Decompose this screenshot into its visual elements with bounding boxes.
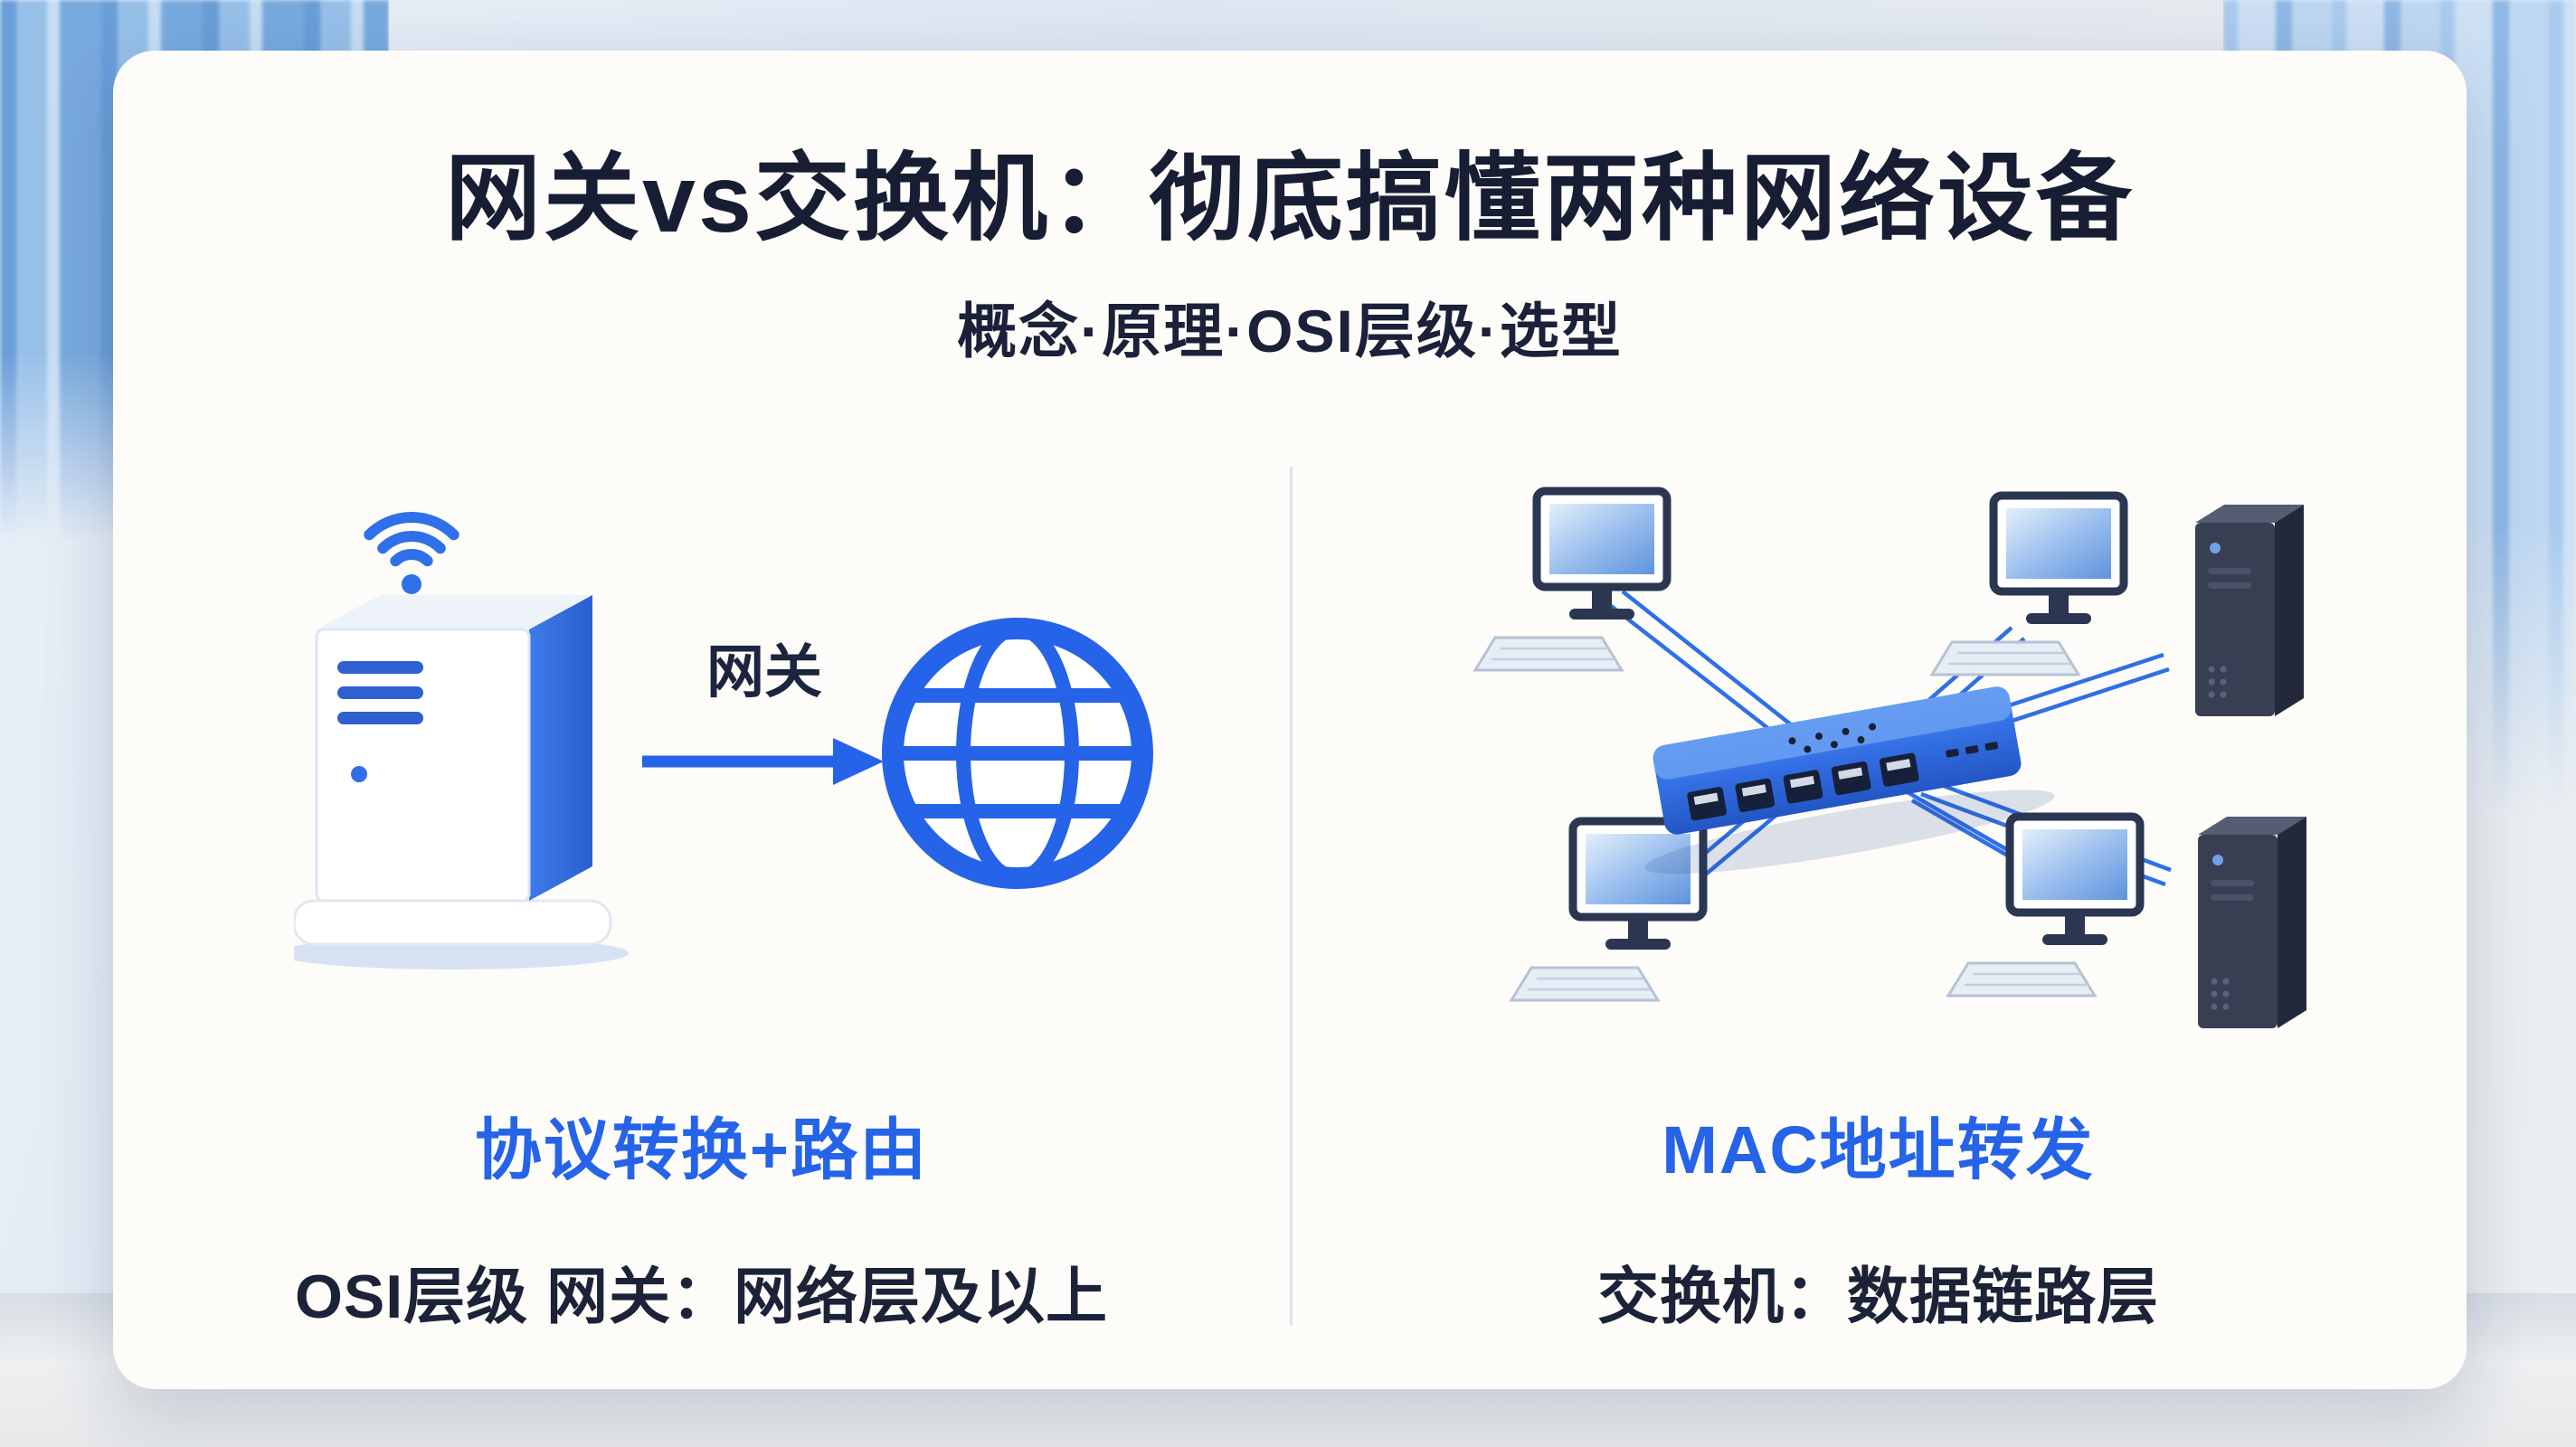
- wifi-icon: [364, 511, 459, 594]
- switch-icon: [1644, 686, 2055, 875]
- computer-icon: [1475, 491, 1667, 670]
- gateway-section: 网关 协议转换+路由 OSI层级 网关：网络层及以上: [113, 51, 1290, 1389]
- tower-server-icon: [2195, 505, 2304, 716]
- content-card: 网关vs交换机：彻底搞懂两种网络设备 概念·原理·OSI层级·选型: [113, 51, 2467, 1389]
- column-divider: [1290, 467, 1293, 1326]
- globe-icon: [882, 618, 1153, 889]
- computer-icon: [1932, 496, 2124, 675]
- computer-icon: [1948, 817, 2140, 996]
- gateway-osi-label: OSI层级 网关：网络层及以上: [294, 1263, 1109, 1331]
- page-subtitle: 概念·原理·OSI层级·选型: [957, 297, 1623, 364]
- gateway-illustration: [294, 511, 1153, 969]
- gateway-arrow-icon: [642, 738, 884, 785]
- page-title: 网关vs交换机：彻底搞懂两种网络设备: [445, 146, 2135, 252]
- gateway-arrow-label: 网关: [706, 639, 822, 705]
- tower-server-icon: [2198, 817, 2306, 1028]
- switch-function-label: MAC地址转发: [1662, 1112, 2095, 1187]
- switch-section: MAC地址转发 交换机：数据链路层: [1290, 51, 2467, 1389]
- computer-icon: [1511, 821, 1703, 1000]
- switch-illustration: [1471, 476, 2306, 1028]
- gateway-function-label: 协议转换+路由: [474, 1112, 929, 1187]
- switch-osi-label: 交换机：数据链路层: [1596, 1263, 2159, 1331]
- server-icon: [294, 595, 629, 969]
